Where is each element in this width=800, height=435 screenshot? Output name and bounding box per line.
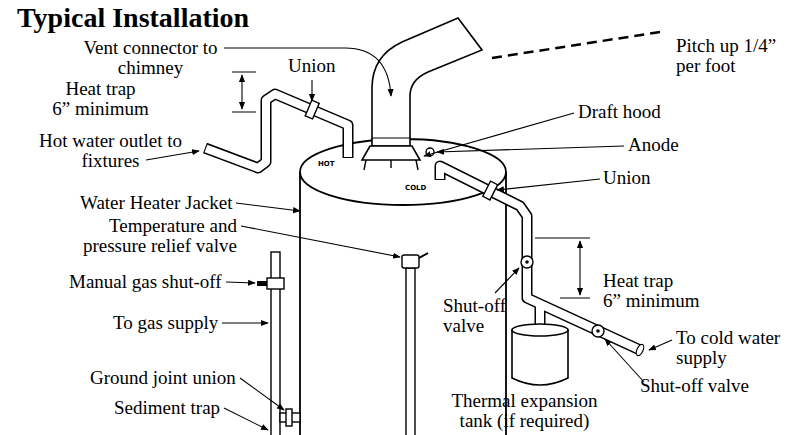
wrap-spacer: [676, 271, 704, 291]
diagram-title: Typical Installation: [17, 2, 249, 34]
callout-label: Water Heater Jacket: [80, 193, 232, 213]
callout-label: Shut-off valve: [443, 296, 510, 336]
callout-label: Temperature and pressure relief valve: [78, 216, 237, 256]
wrap-spacer: [81, 38, 82, 58]
wrap-spacer: [783, 328, 785, 348]
callout-label: Vent connector to chimney: [81, 38, 220, 78]
wrap-spacer: [508, 296, 510, 316]
callout-label: Manual gas shut-off: [69, 272, 222, 292]
wrap-spacer: [137, 79, 151, 99]
wrap-spacer: [183, 131, 184, 151]
wrap-spacer: [599, 391, 600, 411]
fitting-mark: COLD: [405, 184, 426, 193]
callout-label: Union: [288, 56, 336, 76]
callout-label: Hot water outlet to fixtures: [37, 131, 184, 171]
callout-label: Ground joint union: [90, 368, 236, 388]
callout-label: Sediment trap: [114, 398, 220, 418]
callout-label: Heat trap 6” minimum: [603, 271, 704, 311]
wrap-spacer: [779, 36, 781, 56]
callout-label: Pitch up 1/4” per foot: [676, 36, 781, 76]
callout-label: Heat trap 6” minimum: [50, 79, 151, 119]
callout-label: Union: [603, 168, 651, 188]
callout-label: Thermal expansion tank (if required): [449, 391, 600, 431]
callout-label: To cold water supply: [676, 328, 785, 368]
wrap-spacer: [219, 38, 220, 58]
callout-label: Draft hood: [578, 102, 661, 122]
callout-label: Anode: [628, 135, 679, 155]
fitting-mark: HOT: [318, 160, 335, 169]
callout-label: To gas supply: [113, 313, 218, 333]
callout-label: Shut-off valve: [640, 376, 749, 396]
wrap-spacer: [50, 79, 64, 99]
wrap-spacer: [449, 391, 450, 411]
wrap-spacer: [78, 216, 107, 236]
wrap-spacer: [37, 131, 38, 151]
